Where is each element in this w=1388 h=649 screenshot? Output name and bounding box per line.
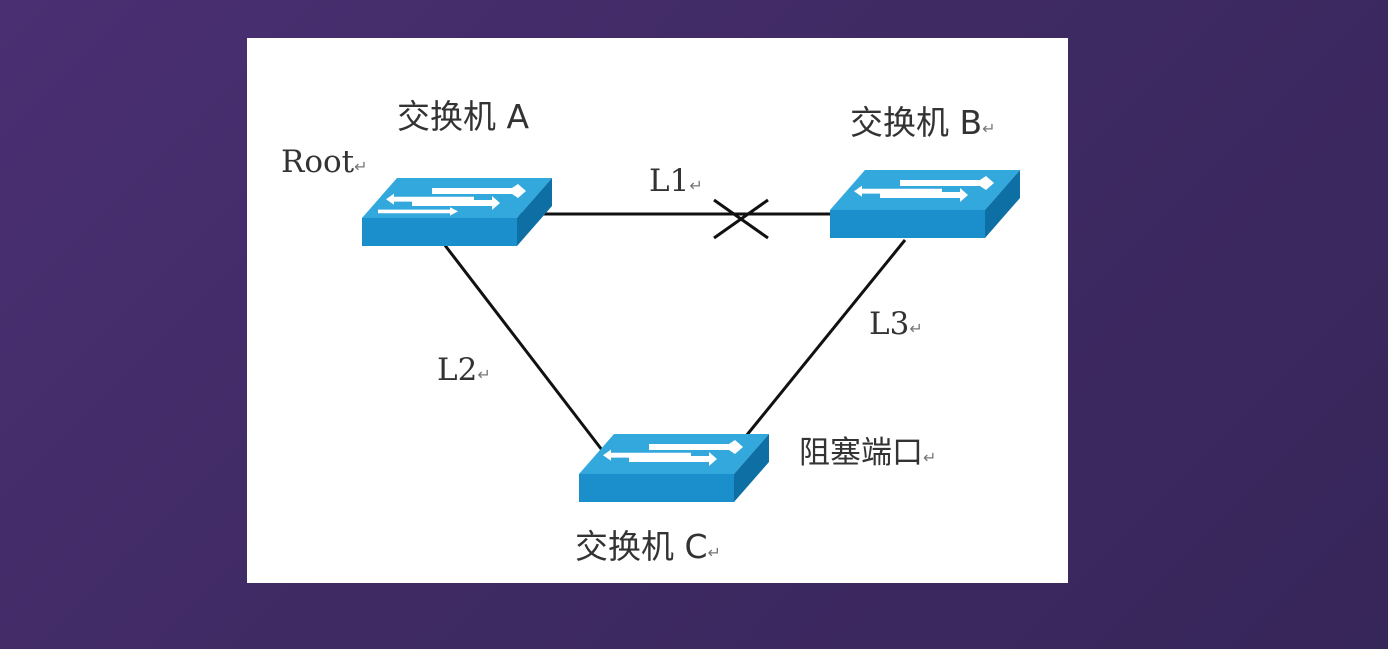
link-l2 <box>442 243 604 451</box>
spanning-tree-diagram: 交换机 A Root↵ 交换机 B↵ L1↵ L2↵ L3↵ 阻塞端口↵ 交换机… <box>281 97 1020 566</box>
return-mark: ↵ <box>477 365 490 384</box>
return-mark: ↵ <box>982 119 995 138</box>
return-mark: ↵ <box>708 543 721 562</box>
link-l3-label: L3 <box>869 306 909 342</box>
return-mark: ↵ <box>689 176 702 195</box>
return-mark: ↵ <box>909 319 922 338</box>
switch-b-icon <box>830 170 1020 238</box>
link-l1-label: L1 <box>649 163 689 199</box>
blocked-port-label: 阻塞端口 <box>799 435 923 471</box>
blocked-x-icon <box>713 198 769 240</box>
switch-c-label: 交换机 C <box>575 527 708 566</box>
link-l2-label: L2 <box>437 352 477 388</box>
link-l2-label-group: L2↵ <box>437 352 491 388</box>
switch-c-label-group: 交换机 C↵ <box>575 527 721 566</box>
link-l3-label-group: L3↵ <box>869 306 923 342</box>
root-label-group: Root↵ <box>281 144 368 180</box>
link-l1-label-group: L1↵ <box>649 163 703 199</box>
return-mark: ↵ <box>923 448 936 467</box>
return-mark: ↵ <box>354 157 367 176</box>
switch-c-icon <box>579 434 769 502</box>
root-label: Root <box>281 144 355 180</box>
switch-a-icon <box>362 178 552 246</box>
blocked-port-label-group: 阻塞端口↵ <box>799 435 936 471</box>
diagram-slide: 交换机 A Root↵ 交换机 B↵ L1↵ L2↵ L3↵ 阻塞端口↵ 交换机… <box>247 38 1068 583</box>
link-l3 <box>740 239 907 442</box>
switch-b-label: 交换机 B <box>850 103 982 142</box>
switch-a-label: 交换机 A <box>397 97 529 136</box>
switch-b-label-group: 交换机 B↵ <box>850 103 996 142</box>
